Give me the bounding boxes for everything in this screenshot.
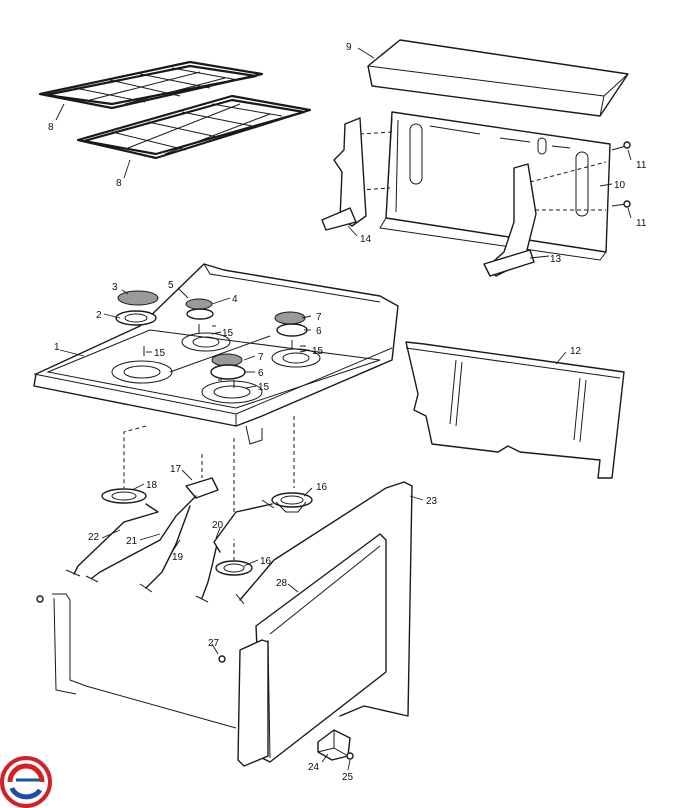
label-part-27: 27 [208,638,220,649]
label-part-3: 3 [112,282,118,293]
label-part-21: 21 [126,536,138,547]
label-part-13: 13 [550,254,562,265]
grate-upper [38,60,264,110]
label-part-15b: 15 [154,348,166,359]
leader-lines [55,47,632,771]
cooktop [33,263,399,445]
label-part-8b: 8 [116,178,122,189]
label-part-5: 5 [168,280,174,291]
label-part-15c: 15 [312,346,324,357]
label-part-11b: 11 [636,218,647,229]
label-part-19: 19 [172,552,184,563]
label-part-4: 4 [232,294,238,305]
label-part-17: 17 [170,464,182,475]
heat-shield [405,341,625,479]
label-part-16b: 16 [260,556,272,567]
label-part-8a: 8 [48,122,54,133]
bracket-left [321,117,367,231]
gas-tubes [65,495,275,603]
label-part-2: 2 [96,310,102,321]
label-part-7b: 7 [258,352,264,363]
bracket-right [483,163,537,277]
label-part-28: 28 [276,578,288,589]
label-part-6b: 6 [258,368,264,379]
label-part-9: 9 [346,42,352,53]
label-part-6a: 6 [316,326,322,337]
label-part-23: 23 [426,496,438,507]
part-labels: 1 2 3 4 5 6 6 7 7 8 8 9 10 11 11 12 13 1… [48,42,647,783]
label-part-12: 12 [570,346,582,357]
label-part-25: 25 [342,772,354,783]
backguard-panel [359,111,631,261]
valve [317,729,354,761]
backguard-cap [367,39,629,117]
label-part-15d: 15 [258,382,270,393]
label-part-22: 22 [88,532,100,543]
grate-lower [76,94,312,160]
burner-bodies [101,477,313,576]
alignment-lines [123,416,295,560]
label-part-7a: 7 [316,312,322,323]
frame [36,533,387,767]
label-part-18: 18 [146,480,158,491]
label-part-10: 10 [614,180,626,191]
label-part-14: 14 [360,234,372,245]
label-part-20: 20 [212,520,224,531]
label-part-11a: 11 [636,160,647,171]
label-part-15a: 15 [222,328,234,339]
label-part-16a: 16 [316,482,328,493]
brand-logo-icon [0,756,52,808]
label-part-24: 24 [308,762,320,773]
label-part-1: 1 [54,342,60,353]
